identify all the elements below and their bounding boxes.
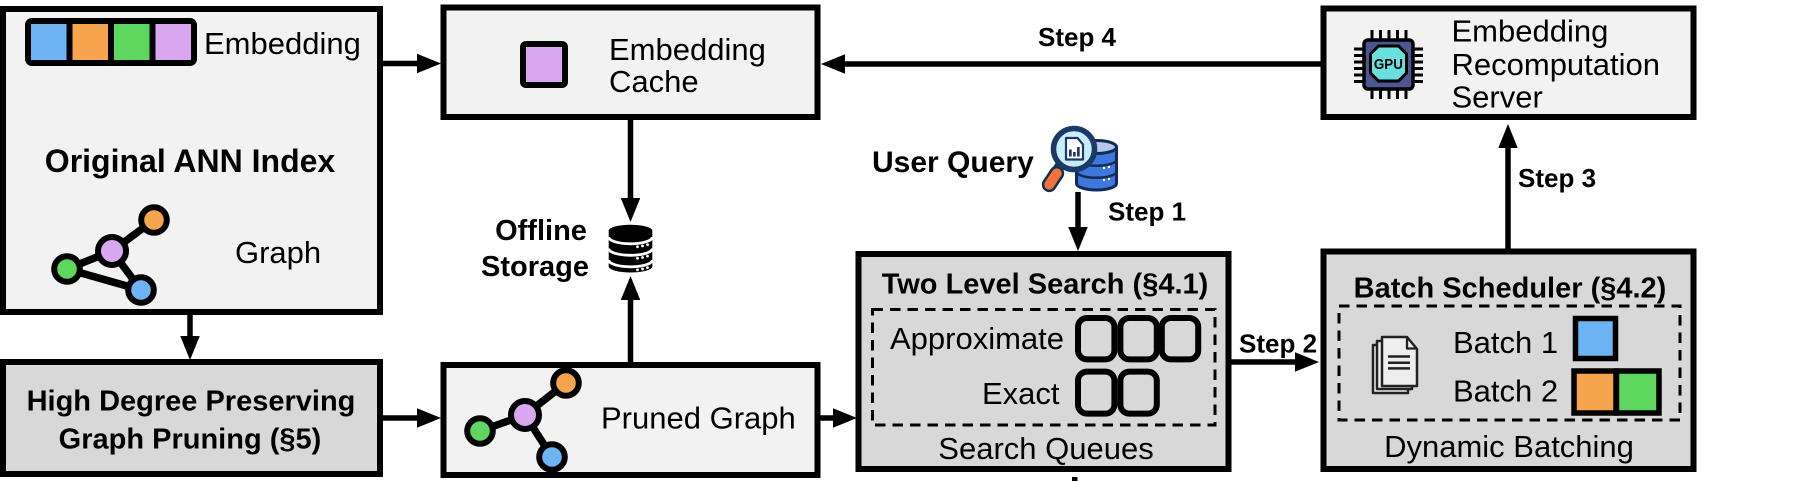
- svg-text:Graph: Graph: [235, 235, 321, 270]
- svg-text:Step 4: Step 4: [1038, 22, 1117, 52]
- svg-text:Approximate: Approximate: [890, 321, 1064, 356]
- svg-text:Batch 2: Batch 2: [1453, 374, 1558, 409]
- svg-text:User Query: User Query: [872, 146, 1034, 179]
- svg-text:Batch 1: Batch 1: [1453, 325, 1558, 360]
- svg-text:Server: Server: [1452, 80, 1543, 115]
- svg-text:Cache: Cache: [609, 64, 699, 99]
- svg-text:Dynamic Batching: Dynamic Batching: [1384, 429, 1634, 464]
- svg-text:Pruned Graph: Pruned Graph: [601, 401, 796, 436]
- svg-text:Embedding: Embedding: [609, 32, 766, 67]
- svg-text:High Degree Preserving: High Degree Preserving: [27, 386, 356, 418]
- svg-text:Embedding: Embedding: [1452, 14, 1609, 49]
- svg-text:Storage: Storage: [481, 251, 589, 283]
- svg-text:Step 2: Step 2: [1239, 329, 1317, 359]
- svg-text:Batch Scheduler (§4.2): Batch Scheduler (§4.2): [1354, 273, 1667, 305]
- svg-text:Graph Pruning (§5): Graph Pruning (§5): [59, 424, 322, 456]
- svg-text:Two Level Search (§4.1): Two Level Search (§4.1): [882, 269, 1209, 301]
- svg-text:Offline: Offline: [495, 215, 587, 247]
- svg-text:Original ANN Index: Original ANN Index: [45, 143, 336, 179]
- svg-text:GPU: GPU: [1374, 57, 1403, 73]
- svg-text:Exact: Exact: [982, 376, 1060, 411]
- svg-text:Step 3: Step 3: [1518, 163, 1596, 193]
- svg-text:Recomputation: Recomputation: [1452, 47, 1661, 82]
- svg-text:Search Queues: Search Queues: [938, 431, 1153, 466]
- svg-text:Step 1: Step 1: [1108, 197, 1186, 227]
- svg-text:Embedding: Embedding: [204, 26, 361, 61]
